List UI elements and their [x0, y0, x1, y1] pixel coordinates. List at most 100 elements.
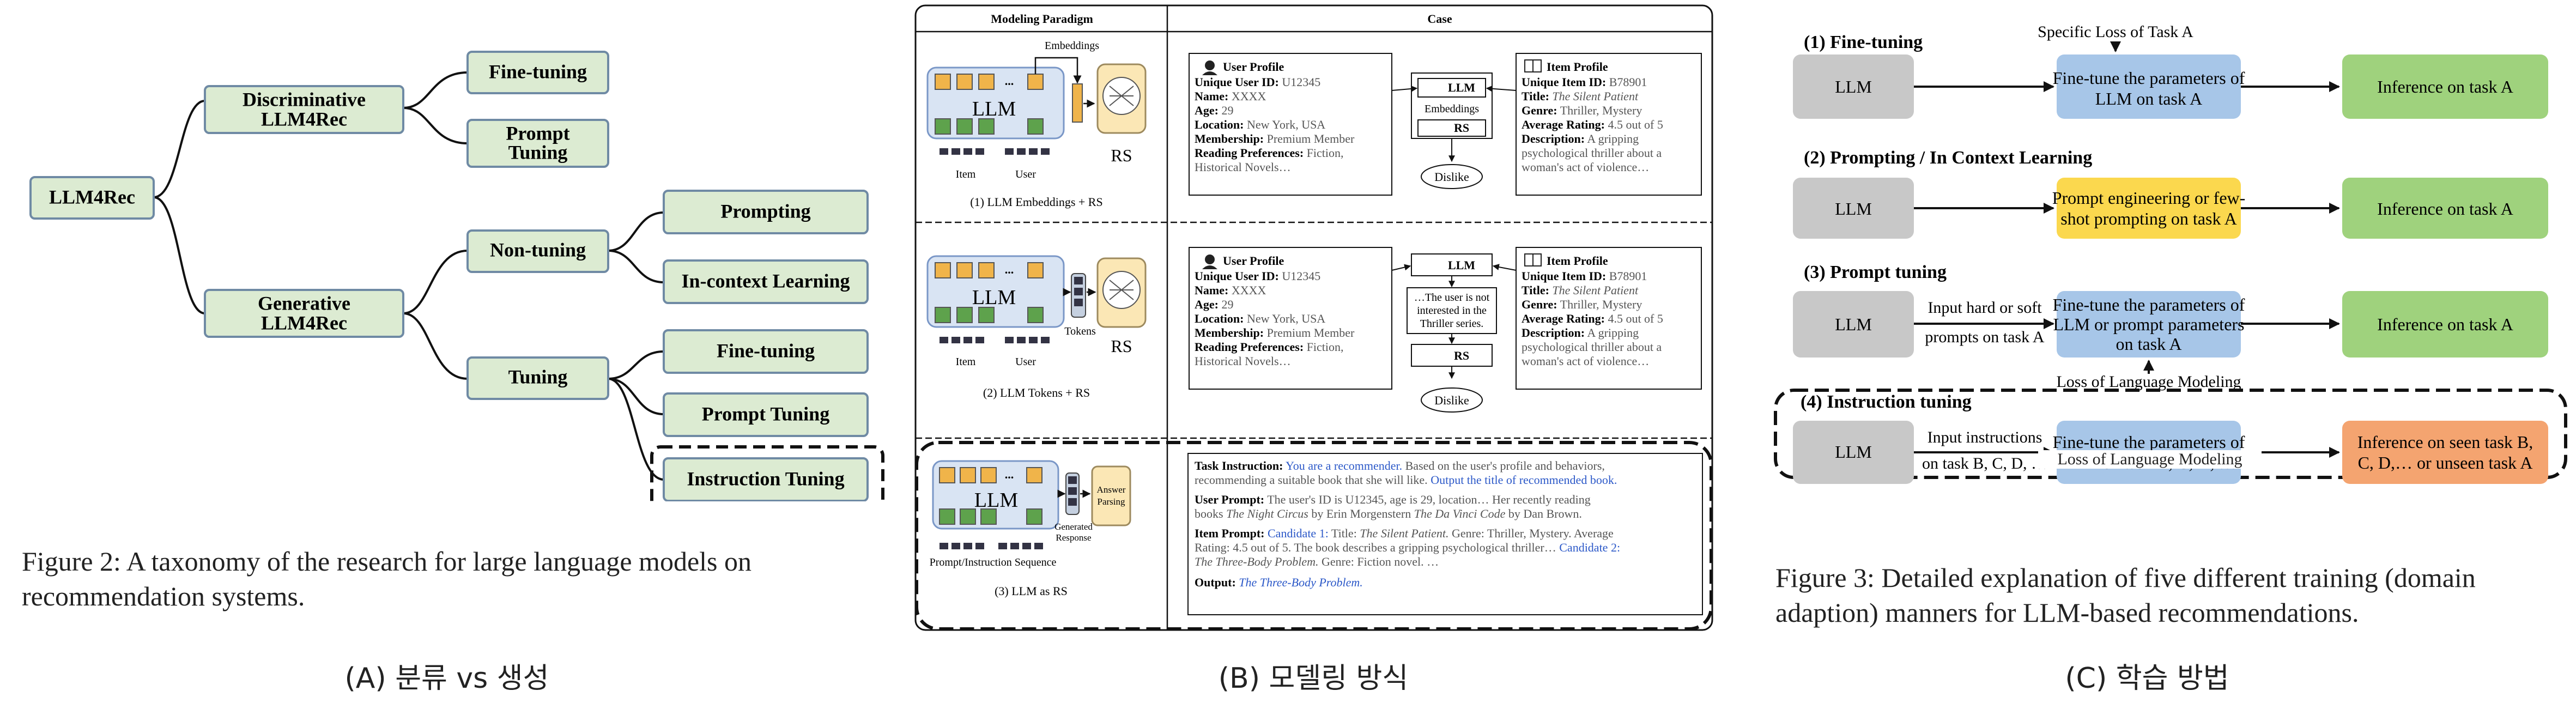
svg-text:Reading Preferences: Fiction,: Reading Preferences: Fiction,: [1195, 146, 1344, 160]
svg-text:LLM: LLM: [1835, 442, 1872, 462]
svg-text:...: ...: [1005, 468, 1014, 481]
panel-a-label: (A) 분류 vs 생성: [344, 662, 549, 695]
svg-text:Prompt engineering or few-: Prompt engineering or few-: [2052, 188, 2246, 208]
svg-text:shot prompting on task A: shot prompting on task A: [2060, 209, 2237, 228]
svg-text:User Prompt: The user's ID is: User Prompt: The user's ID is U12345, ag…: [1195, 493, 1591, 506]
row2-item-label: Item: [956, 356, 976, 368]
icl-label: In-context Learning: [682, 270, 850, 292]
svg-text:RS: RS: [1454, 349, 1469, 362]
svg-text:Input hard or soft: Input hard or soft: [1928, 299, 2042, 317]
svg-text:LLM on task A: LLM on task A: [2095, 89, 2202, 108]
panel-b-label: (B) 모델링 방식: [1218, 662, 1409, 695]
s4-loss-label: Loss of Language Modeling: [2038, 450, 2262, 469]
s2-inference-box: [2342, 178, 2548, 239]
gen-fine-tuning-label: Fine-tuning: [717, 340, 815, 361]
root-node: [29, 176, 155, 220]
row1-rs-label: RS: [1111, 146, 1132, 165]
svg-text:prompts on task A: prompts on task A: [1925, 328, 2045, 346]
svg-text:Answer: Answer: [1097, 484, 1126, 495]
s4-inference-box: [2342, 421, 2548, 484]
discriminative-label-1: Discriminative: [243, 88, 366, 110]
header-case: Case: [1427, 12, 1452, 26]
svg-text:LLM: LLM: [1835, 199, 1872, 219]
row2-llm-label: LLM: [972, 286, 1016, 309]
row3-paradigm: ... LLM Answer Parsing Generated Respons…: [930, 460, 1131, 598]
svg-text:books The Night Circus by Erin: books The Night Circus by Erin Morgenste…: [1195, 507, 1582, 520]
svg-text:Unique User ID: U12345: Unique User ID: U12345: [1195, 269, 1320, 283]
svg-text:Item Profile: Item Profile: [1547, 60, 1608, 74]
svg-text:Fine-tune the parameters of: Fine-tune the parameters of: [2053, 68, 2245, 88]
svg-text:Historical Novels…: Historical Novels…: [1195, 354, 1291, 368]
svg-text:Unique User ID: U12345: Unique User ID: U12345: [1195, 75, 1320, 89]
svg-text:The Three-Body Problem. Genre:: The Three-Body Problem. Genre: Fiction n…: [1195, 555, 1439, 568]
disc-fine-tuning-node: [466, 51, 609, 94]
generative-label-2: LLM4Rec: [261, 312, 347, 334]
svg-text:on task B, C, D, …: on task B, C, D, …: [1922, 455, 2047, 472]
svg-text:Inference on task A: Inference on task A: [2377, 77, 2513, 96]
row3-case: Task Instruction: You are a recommender.…: [1187, 453, 1703, 615]
svg-text:LLM or prompt parameters: LLM or prompt parameters: [2053, 314, 2245, 334]
instruction-tuning-node: [663, 457, 869, 501]
svg-text:Membership: Premium Member: Membership: Premium Member: [1195, 132, 1355, 146]
instruction-tuning-highlight: [650, 445, 884, 501]
instruction-tuning-label: Instruction Tuning: [687, 468, 844, 489]
disc-prompt-tuning-node: [466, 119, 609, 168]
svg-text:woman's act of violence…: woman's act of violence…: [1522, 160, 1649, 174]
svg-text:LLM: LLM: [1448, 81, 1475, 94]
svg-text:Loss of Language Modeling: Loss of Language Modeling: [2056, 373, 2241, 391]
row1-llm-label: LLM: [972, 98, 1016, 120]
generative-label-1: Generative: [258, 292, 350, 314]
section-4-title: (4) Instruction tuning: [1801, 392, 1972, 412]
svg-text:Location: New York, USA: Location: New York, USA: [1195, 312, 1325, 325]
svg-text:LLM: LLM: [1448, 258, 1475, 272]
figure-3-caption-line-1: Figure 3: Detailed explanation of five d…: [1775, 562, 2476, 593]
gen-fine-tuning-node: [663, 329, 869, 374]
row1-embeddings-label: Embeddings: [1045, 40, 1099, 52]
panel-a-taxonomy: .nodeA { fill:#dcebd2; stroke:#6f8aa4; s…: [29, 51, 884, 501]
svg-text:Unique Item ID: B78901: Unique Item ID: B78901: [1522, 75, 1647, 89]
figure-2-caption-line-1: Figure 2: A taxonomy of the research for…: [22, 546, 751, 577]
svg-text:User Profile: User Profile: [1223, 254, 1284, 268]
svg-text:User Profile: User Profile: [1223, 60, 1284, 74]
section-2-title: (2) Prompting / In Context Learning: [1804, 148, 2092, 168]
s2-prompt-box: [2057, 178, 2241, 239]
svg-text:Description: A gripping: Description: A gripping: [1522, 132, 1639, 146]
root-label: LLM4Rec: [49, 186, 135, 208]
svg-text:C, D,… or unseen task A: C, D,… or unseen task A: [2358, 453, 2533, 472]
svg-text:Generated: Generated: [1054, 522, 1093, 532]
disc-fine-tuning-label: Fine-tuning: [489, 60, 587, 82]
gen-prompt-tuning-label: Prompt Tuning: [702, 403, 829, 425]
svg-text:Title: The Silent Patient: Title: The Silent Patient: [1522, 89, 1639, 103]
svg-text:Inference on task A: Inference on task A: [2377, 199, 2513, 219]
row1-user-label: User: [1015, 168, 1036, 180]
svg-text:Age: 29: Age: 29: [1195, 104, 1233, 117]
svg-text:Genre: Thriller, Mystery: Genre: Thriller, Mystery: [1522, 104, 1642, 117]
svg-text:interested in the: interested in the: [1417, 305, 1487, 317]
panel-c-label: (C) 학습 방법: [2065, 662, 2229, 695]
svg-text:Reading Preferences: Fiction,: Reading Preferences: Fiction,: [1195, 340, 1344, 354]
figure-3-caption-line-2: adaption) manners for LLM-based recommen…: [1775, 597, 2359, 628]
svg-text:Description: A gripping: Description: A gripping: [1522, 326, 1639, 340]
row1-caption: (1) LLM Embeddings + RS: [970, 195, 1102, 209]
row2-paradigm: ... LLM Tokens RS Item User (2) LLM Toke…: [926, 255, 1147, 399]
svg-text:Unique Item ID: B78901: Unique Item ID: B78901: [1522, 269, 1647, 283]
svg-text:Historical Novels…: Historical Novels…: [1195, 160, 1291, 174]
row1-paradigm: ... LLM Embeddings RS Item User (1) LLM …: [926, 40, 1147, 209]
row2-case: User Profile Unique User ID: U12345 Name…: [1189, 247, 1702, 413]
svg-text:Average Rating: 4.5 out of 5: Average Rating: 4.5 out of 5: [1522, 312, 1663, 325]
tuning-node: [466, 356, 609, 400]
svg-text:Name: XXXX: Name: XXXX: [1195, 283, 1266, 297]
svg-text:Inference on task A: Inference on task A: [2377, 314, 2513, 334]
s3-finetune-box: [2057, 291, 2241, 358]
svg-text:Membership: Premium Member: Membership: Premium Member: [1195, 326, 1355, 340]
prompting-label: Prompting: [720, 200, 810, 222]
svg-text:LLM: LLM: [1835, 314, 1872, 334]
row3-llm-label: LLM: [974, 489, 1018, 512]
svg-text:Name: XXXX: Name: XXXX: [1195, 89, 1266, 103]
figure-3-caption: Figure 3: Detailed explanation of five d…: [1775, 560, 2560, 630]
panel-c-training: .tc { font-size:32px; text-anchor:middle…: [1774, 23, 2567, 484]
s3-llm-box: [1793, 291, 1914, 358]
svg-text:Embeddings: Embeddings: [1425, 103, 1479, 115]
figure-2-caption-line-2: recommendation systems.: [22, 581, 305, 611]
svg-text:Location: New York, USA: Location: New York, USA: [1195, 118, 1325, 131]
